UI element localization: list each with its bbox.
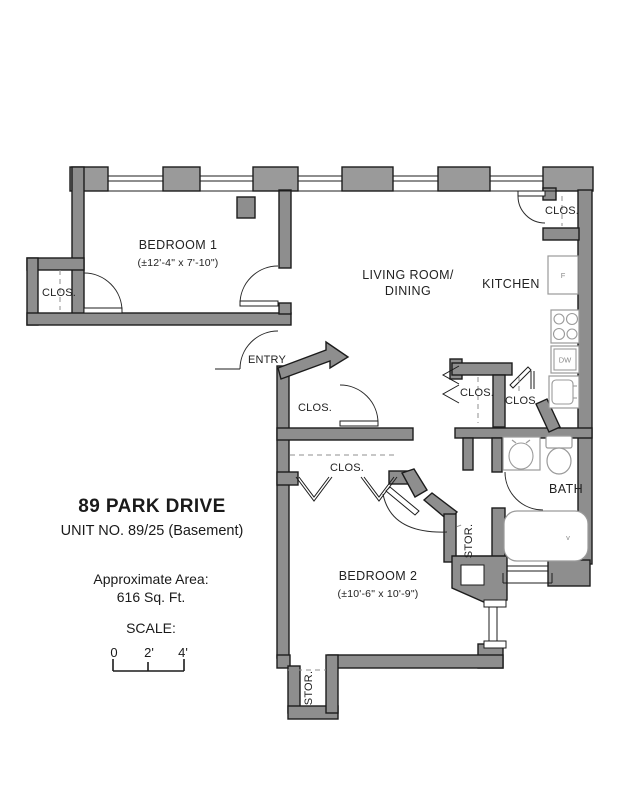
storage-label-bottom: STOR. — [303, 671, 315, 705]
bedroom2-label: BEDROOM 2 — [339, 569, 418, 583]
plan-title: 89 PARK DRIVE — [78, 496, 225, 517]
bedroom2-dimensions: (±10'-6" x 10'-9") — [338, 588, 419, 600]
dishwasher-label: DW — [559, 356, 572, 365]
living-room-label-line2: DINING — [385, 284, 431, 298]
wall-niche — [460, 564, 485, 586]
door-leaf — [517, 190, 546, 197]
door-leaf — [509, 366, 532, 389]
doors — [83, 190, 546, 533]
bifold-door — [441, 384, 460, 404]
scale-tick-2: 2' — [144, 645, 154, 660]
bath-label: BATH — [549, 482, 583, 496]
scale-label: SCALE: — [126, 620, 176, 636]
dishwasher: DW — [550, 345, 580, 374]
toilet — [545, 435, 573, 475]
tub-drain-mark: v — [566, 533, 570, 542]
closet-label-kitchen: CLOS. — [545, 205, 579, 217]
room-labels: BEDROOM 1 (±12'-4" x 7'-10") LIVING ROOM… — [42, 205, 583, 705]
bedroom1-label: BEDROOM 1 — [139, 238, 218, 252]
walls — [26, 166, 594, 720]
bifold-door — [295, 476, 333, 502]
window-pier — [341, 166, 394, 192]
door-leaf — [339, 420, 379, 427]
living-room-label-line1: LIVING ROOM/ — [362, 268, 454, 282]
kitchen-label: KITCHEN — [482, 277, 540, 291]
closet-label-entry: CLOS. — [298, 402, 332, 414]
closet-label-hall-right: CLOS. — [505, 395, 539, 407]
column — [236, 196, 256, 219]
area-value: 616 Sq. Ft. — [117, 589, 185, 605]
bifold-door — [363, 476, 395, 498]
area-label: Approximate Area: — [93, 571, 208, 587]
bath-sink — [502, 436, 541, 471]
window-pier — [542, 166, 594, 192]
kitchen-sink — [548, 375, 580, 409]
scale-bar: 0 2' 4' — [110, 645, 188, 672]
closet-label-hall-left: CLOS. — [460, 387, 494, 399]
bifold-door — [298, 476, 330, 498]
storage-label-bath: STOR. — [463, 524, 475, 558]
closet-label-bedroom2: CLOS. — [330, 462, 364, 474]
unit-number: UNIT NO. 89/25 (Basement) — [61, 523, 244, 539]
bedroom2-window — [483, 599, 507, 649]
bath-window — [502, 565, 553, 584]
fridge-label: F — [561, 271, 566, 280]
stove — [550, 309, 580, 344]
window-pier — [162, 166, 201, 192]
window-band — [84, 175, 578, 192]
bifold-door — [441, 365, 460, 385]
bedroom1-dimensions: (±12'-4" x 7'-10") — [138, 257, 219, 269]
closet-label-bedroom1: CLOS. — [42, 287, 76, 299]
closet-rods — [59, 196, 563, 671]
door-leaf — [239, 300, 279, 307]
door-leaf — [385, 486, 420, 516]
windows — [84, 175, 578, 649]
title-block: 89 PARK DRIVE UNIT NO. 89/25 (Basement) … — [61, 496, 244, 672]
scale-tick-4: 4' — [178, 645, 188, 660]
window-pier — [437, 166, 491, 192]
window-pier — [252, 166, 299, 192]
door-leaf — [83, 307, 123, 314]
refrigerator: F — [547, 255, 579, 295]
bathtub: v — [503, 510, 589, 562]
entry-label: ENTRY — [248, 354, 287, 366]
bifold-door — [360, 476, 398, 502]
scale-tick-0: 0 — [110, 645, 117, 660]
fixtures: F DW — [502, 255, 589, 562]
